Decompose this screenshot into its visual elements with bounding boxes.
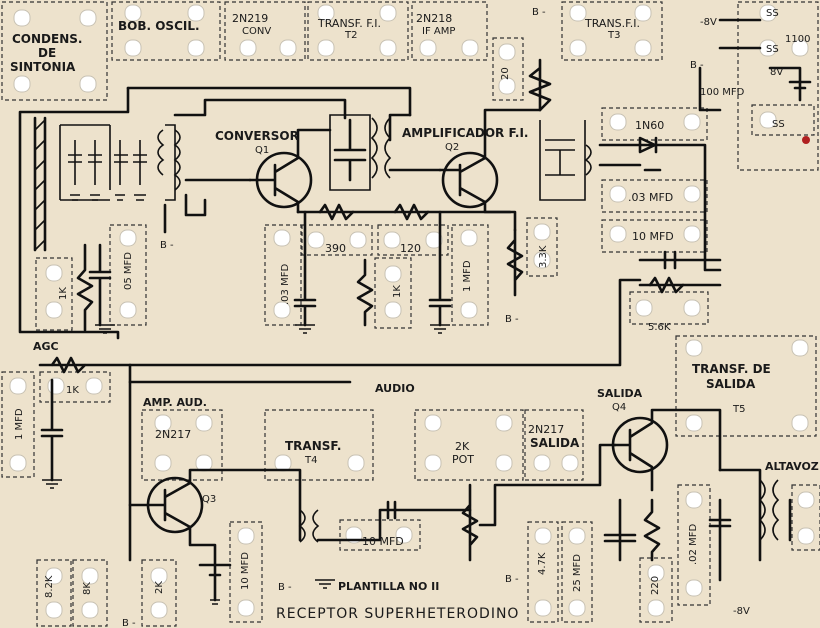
label-q2-func: IF AMP: [422, 26, 455, 37]
label-1n60: 1N60: [635, 119, 664, 132]
label-minus-8v-out: -8V: [733, 606, 750, 617]
label-b-minus-2: B -: [505, 314, 519, 325]
label-05mfd: 05 MFD: [123, 252, 134, 290]
label-1k-c: 1K: [66, 385, 79, 396]
label-10mfd-c: 10 MFD: [240, 552, 251, 590]
label-02mfd: .02 MFD: [688, 524, 699, 565]
label-b-minus-4: B -: [505, 574, 519, 585]
label-b-minus-1: B -: [160, 240, 174, 251]
label-10mfd-a: 10 MFD: [632, 230, 674, 243]
label-20: 20: [500, 67, 511, 80]
label-t2-title: TRANSF. F.I.: [317, 17, 381, 30]
label-plantilla: PLANTILLA NO II: [338, 580, 439, 593]
label-q4: Q4: [612, 402, 626, 413]
label-q1: Q1: [255, 145, 269, 156]
label-1100: 1100: [785, 34, 810, 45]
wiring: [18, 18, 812, 602]
label-salida: SALIDA: [597, 387, 643, 400]
mounting-holes: [9, 4, 815, 619]
label-pot: POT: [452, 453, 474, 466]
label-t5: T5: [732, 404, 745, 415]
label-8-2k: 8.2K: [44, 575, 55, 598]
label-03mfd-b: .03 MFD: [628, 191, 673, 204]
label-1mfd-a: 1 MFD: [462, 260, 473, 292]
label-100mfd: 100 MFD: [700, 87, 745, 98]
label-220: 220: [650, 576, 661, 595]
label-t5-title: TRANSF. DE: [692, 362, 771, 376]
label-1k-a: 1K: [58, 287, 69, 300]
label-ss-3: SS: [772, 119, 785, 130]
label-t4-title: TRANSF.: [285, 439, 341, 453]
label-condens-1: CONDENS.: [12, 32, 82, 46]
label-salida-block: SALIDA: [530, 436, 580, 450]
label-8k: 8K: [82, 582, 93, 595]
label-audio: AUDIO: [375, 382, 415, 395]
label-t3-title: TRANS.F.I.: [584, 17, 640, 30]
page-title: RECEPTOR SUPERHETERODINO: [276, 606, 519, 622]
red-terminal: [802, 136, 810, 144]
label-q2: Q2: [445, 142, 459, 153]
label-ss-2: SS: [766, 44, 779, 55]
label-ss-1: SS: [766, 8, 779, 19]
label-minus-8v: -8V: [700, 17, 717, 28]
label-bob-oscil: BOB. OSCIL.: [118, 19, 200, 33]
label-1k-b: 1K: [392, 285, 403, 298]
label-b-minus-3: B -: [278, 582, 292, 593]
label-q1-func: CONV: [242, 26, 271, 37]
label-condens-3: SINTONIA: [10, 60, 76, 74]
label-q2-part: 2N218: [416, 12, 452, 25]
label-10mfd-b: 10 MFD: [362, 535, 404, 548]
label-25mfd: 25 MFD: [572, 554, 583, 592]
label-390: 390: [325, 242, 346, 255]
label-t3: T3: [607, 30, 620, 41]
label-q1-part: 2N219: [232, 12, 268, 25]
label-agc: AGC: [33, 340, 59, 353]
label-pot-value: 2K: [455, 440, 470, 453]
label-1mfd-b: 1 MFD: [14, 408, 25, 440]
q2-transistor: [441, 151, 499, 209]
label-4-7k: 4.7K: [537, 552, 548, 575]
label-2k: 2K: [154, 581, 165, 594]
q4-transistor: [611, 416, 669, 474]
label-b-minus-5: B -: [122, 618, 136, 628]
label-condens-2: DE: [38, 46, 56, 60]
label-q3: Q3: [202, 494, 216, 505]
label-altavoz: ALTAVOZ: [765, 460, 819, 473]
label-33k: 3.3K: [538, 245, 549, 268]
label-b-minus-top: B -: [690, 60, 704, 71]
ground-symbols: [42, 324, 450, 605]
label-5-6k: 5.6K: [648, 322, 671, 333]
label-amp-aud: AMP. AUD.: [143, 396, 207, 409]
label-03mfd-a: .03 MFD: [280, 264, 291, 305]
label-b-minus-t3: B -: [532, 7, 546, 18]
label-8v: 8V: [770, 67, 783, 78]
label-120: 120: [400, 242, 421, 255]
label-t4: T4: [304, 455, 317, 466]
label-t5-salida: SALIDA: [706, 377, 756, 391]
label-q4-part: 2N217: [528, 423, 564, 436]
label-conversor: CONVERSOR: [215, 129, 299, 143]
label-t2: T2: [344, 30, 357, 41]
label-q3-part: 2N217: [155, 428, 191, 441]
labels: CONDENS. DE SINTONIA BOB. OSCIL. 2N219 C…: [10, 7, 819, 628]
label-amplificador: AMPLIFICADOR F.I.: [402, 126, 529, 140]
